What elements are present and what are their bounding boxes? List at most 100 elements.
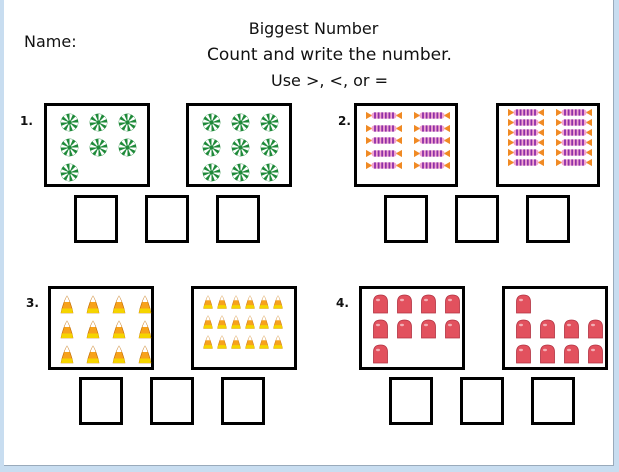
problem-2-right-frame	[496, 103, 600, 187]
green-peppermint-icon	[231, 138, 250, 157]
gumdrop-icon	[445, 294, 460, 314]
wrapped-candy-icon	[556, 138, 592, 147]
problem-4-number: 4.	[336, 296, 349, 310]
green-peppermint-icon	[202, 138, 221, 157]
candy-corn-icon	[259, 315, 269, 329]
candy-corn-icon	[112, 295, 126, 314]
green-peppermint-icon	[60, 163, 79, 182]
problem-3-right-count-box[interactable]	[221, 377, 265, 425]
gumdrop-icon	[564, 319, 579, 339]
candy-corn-icon	[217, 315, 227, 329]
gumdrop-icon	[564, 344, 579, 364]
wrapped-candy-icon	[414, 161, 450, 170]
candy-corn-icon	[112, 345, 126, 364]
problem-3-left-count-box[interactable]	[79, 377, 123, 425]
problem-1-right-count-box[interactable]	[216, 195, 260, 243]
problem-4-symbol-box[interactable]	[460, 377, 504, 425]
wrapped-candy-icon	[414, 136, 450, 145]
problem-1-right-frame	[186, 103, 292, 187]
candy-corn-icon	[245, 335, 255, 349]
wrapped-candy-icon	[414, 124, 450, 132]
candy-corn-icon	[273, 295, 283, 309]
wrapped-candy-icon	[508, 138, 544, 147]
gumdrop-icon	[373, 294, 388, 314]
candy-corn-icon	[60, 320, 74, 339]
candy-corn-icon	[86, 320, 100, 339]
problem-3-right-frame	[191, 286, 297, 370]
wrapped-candy-icon	[556, 118, 592, 127]
gumdrop-icon	[516, 319, 531, 339]
candy-corn-icon	[231, 335, 241, 349]
gumdrop-icon	[397, 294, 412, 314]
wrapped-candy-icon	[414, 111, 450, 120]
gumdrop-icon	[540, 344, 555, 364]
wrapped-candy-icon	[366, 161, 402, 170]
green-peppermint-icon	[89, 138, 108, 157]
wrapped-candy-icon	[556, 128, 592, 137]
gumdrop-icon	[445, 319, 460, 339]
worksheet-instruction: Count and write the number.	[207, 45, 452, 65]
problem-1-symbol-box[interactable]	[145, 195, 189, 243]
comparison-symbols-line: Use >, <, or =	[271, 71, 388, 90]
problem-3-left-frame	[48, 286, 154, 370]
gumdrop-icon	[421, 294, 436, 314]
worksheet-page: Name: Biggest Number Count and write the…	[4, 0, 614, 466]
candy-corn-icon	[138, 345, 152, 364]
wrapped-candy-icon	[508, 108, 544, 117]
gumdrop-icon	[540, 319, 555, 339]
candy-corn-icon	[231, 295, 241, 309]
green-peppermint-icon	[118, 113, 137, 132]
candy-corn-icon	[217, 295, 227, 309]
wrapped-candy-icon	[556, 148, 592, 157]
candy-corn-icon	[259, 295, 269, 309]
candy-corn-icon	[259, 335, 269, 349]
green-peppermint-icon	[231, 113, 250, 132]
gumdrop-icon	[373, 319, 388, 339]
green-peppermint-icon	[231, 163, 250, 182]
problem-4-left-count-box[interactable]	[389, 377, 433, 425]
green-peppermint-icon	[118, 138, 137, 157]
wrapped-candy-icon	[366, 136, 402, 145]
candy-corn-icon	[86, 295, 100, 314]
wrapped-candy-icon	[508, 158, 544, 167]
problem-2-right-count-box[interactable]	[526, 195, 570, 243]
candy-corn-icon	[203, 295, 213, 309]
candy-corn-icon	[203, 315, 213, 329]
candy-corn-icon	[86, 345, 100, 364]
gumdrop-icon	[516, 344, 531, 364]
gumdrop-icon	[588, 319, 603, 339]
gumdrop-icon	[588, 344, 603, 364]
candy-corn-icon	[60, 295, 74, 314]
green-peppermint-icon	[260, 138, 279, 157]
problem-2-symbol-box[interactable]	[455, 195, 499, 243]
problem-4-left-frame	[359, 286, 465, 370]
candy-corn-icon	[245, 295, 255, 309]
problem-2-left-count-box[interactable]	[384, 195, 428, 243]
green-peppermint-icon	[260, 113, 279, 132]
problem-4-right-count-box[interactable]	[531, 377, 575, 425]
candy-corn-icon	[273, 315, 283, 329]
problem-4-right-frame	[502, 286, 608, 370]
wrapped-candy-icon	[366, 149, 402, 157]
green-peppermint-icon	[60, 138, 79, 157]
problem-1-left-count-box[interactable]	[74, 195, 118, 243]
problem-3-number: 3.	[26, 296, 39, 310]
wrapped-candy-icon	[556, 158, 592, 167]
problem-2-left-frame	[354, 103, 458, 187]
problem-1-left-frame	[44, 103, 150, 187]
candy-corn-icon	[60, 345, 74, 364]
candy-corn-icon	[231, 315, 241, 329]
candy-corn-icon	[245, 315, 255, 329]
candy-corn-icon	[217, 335, 227, 349]
gumdrop-icon	[516, 294, 531, 314]
candy-corn-icon	[273, 335, 283, 349]
wrapped-candy-icon	[508, 118, 544, 127]
green-peppermint-icon	[202, 163, 221, 182]
green-peppermint-icon	[89, 113, 108, 132]
green-peppermint-icon	[202, 113, 221, 132]
green-peppermint-icon	[60, 113, 79, 132]
problem-3-symbol-box[interactable]	[150, 377, 194, 425]
wrapped-candy-icon	[366, 124, 402, 132]
gumdrop-icon	[421, 319, 436, 339]
candy-corn-icon	[138, 320, 152, 339]
